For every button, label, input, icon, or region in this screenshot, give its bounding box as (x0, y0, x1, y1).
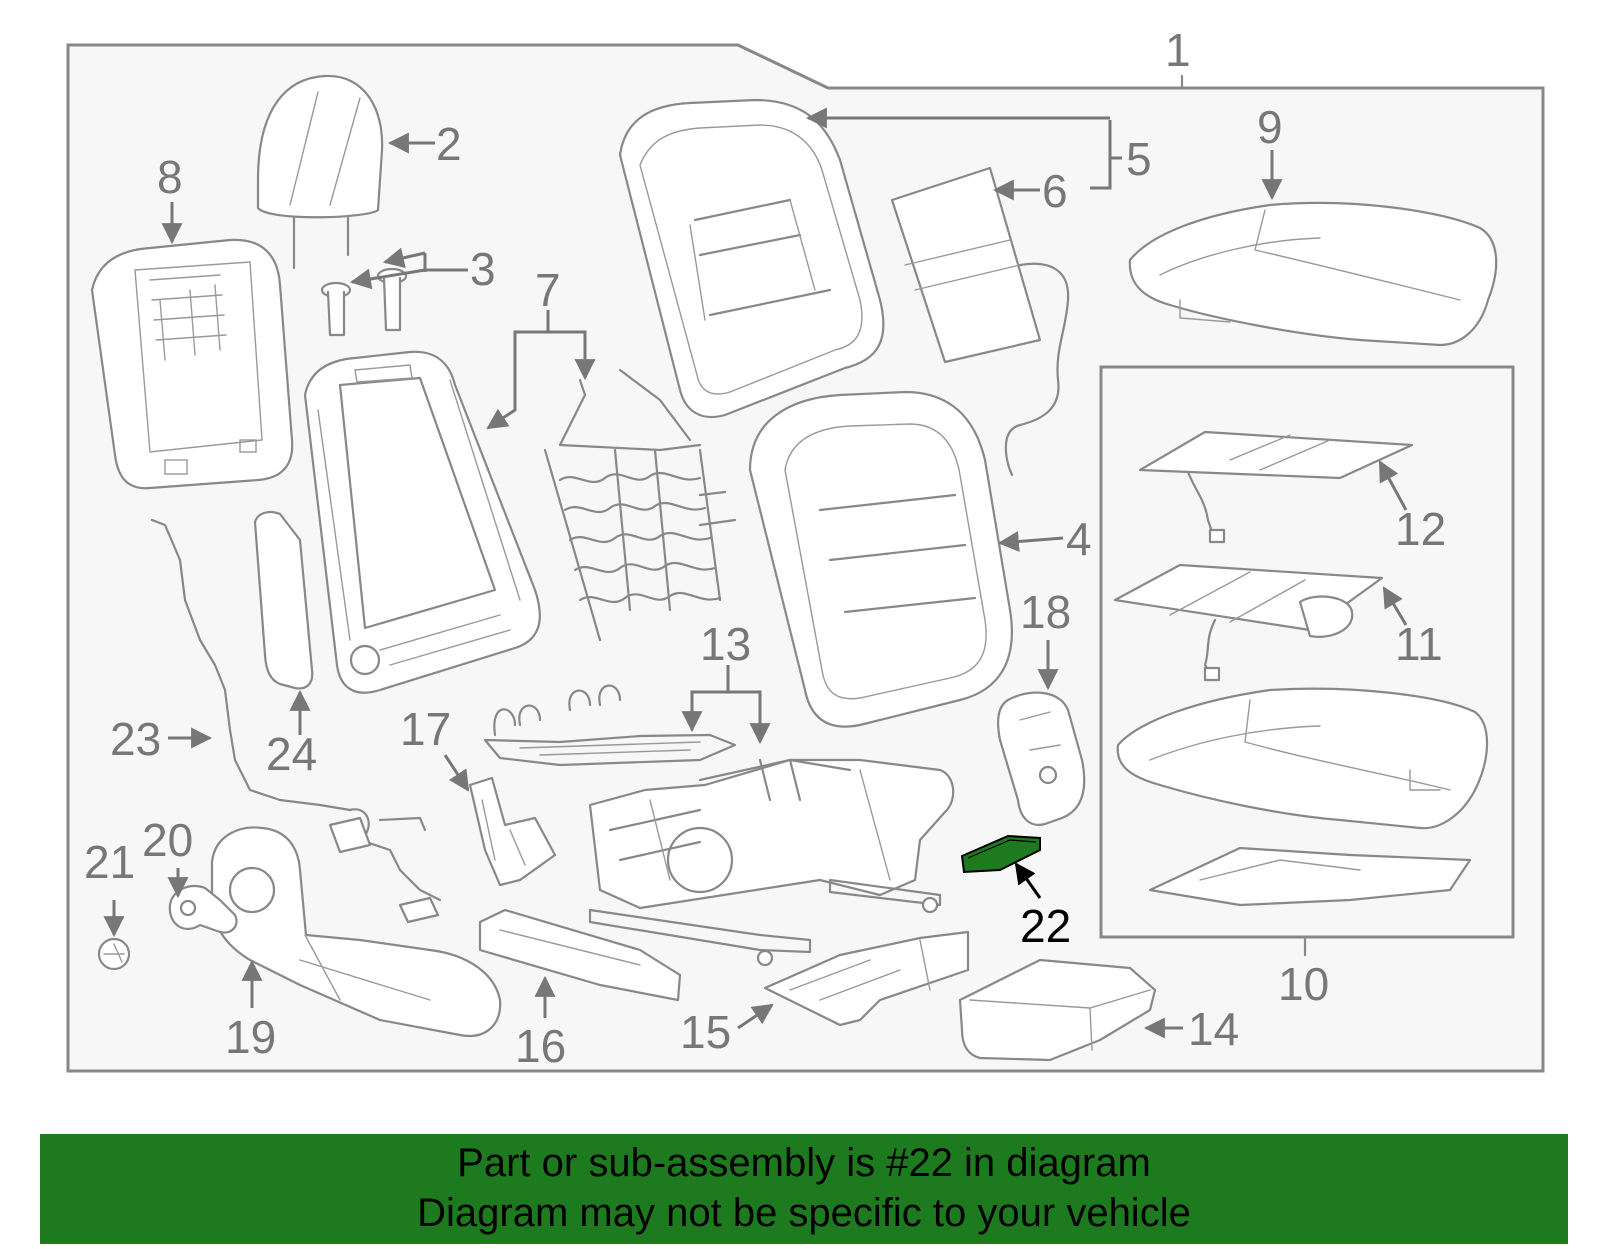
callout-5: 5 (1126, 133, 1152, 185)
seatback-cover-part (748, 390, 1013, 728)
cushion-wire-rack-part (483, 684, 737, 767)
seat-adjuster-part (588, 758, 955, 967)
headrest-part (256, 74, 384, 270)
callout-2: 2 (436, 118, 462, 170)
banner-line-1: Part or sub-assembly is #22 in diagram (457, 1141, 1151, 1185)
back-panel-part (90, 238, 294, 490)
callout-labels: 1 2 3 4 5 6 7 8 9 10 11 12 13 14 15 16 1… (84, 24, 1446, 1072)
cushion-pan-bracket-part (763, 930, 970, 1027)
callout-10: 10 (1278, 958, 1329, 1010)
callout-4: 4 (1066, 513, 1092, 565)
callout-11: 11 (1395, 618, 1443, 670)
callout-14: 14 (1188, 1003, 1239, 1055)
callout-7: 7 (535, 264, 561, 316)
seatback-pad-part (618, 98, 885, 419)
seat-parts-diagram: 1 2 3 4 5 6 7 8 9 10 11 12 13 14 15 16 1… (66, 24, 1545, 1073)
callout-23: 23 (110, 713, 161, 765)
callout-18: 18 (1020, 586, 1071, 638)
seatback-frame-part (303, 350, 541, 694)
sensor-mat-module-part (1113, 563, 1384, 682)
seat-side-shield-part (478, 908, 682, 1002)
callout-20: 20 (142, 814, 193, 866)
outer-side-trim-part (210, 826, 502, 1038)
seat-heater-pad-part (890, 166, 1070, 477)
storage-tray-part (958, 958, 1157, 1062)
callout-1: 1 (1165, 24, 1191, 76)
info-banner: Part or sub-assembly is #22 in diagram D… (40, 1134, 1568, 1244)
callout-8: 8 (157, 151, 183, 203)
callout-6: 6 (1042, 165, 1068, 217)
callout-3: 3 (470, 243, 496, 295)
callout-22: 22 (1020, 900, 1071, 952)
adjuster-bracket-part (468, 776, 557, 887)
callout-17: 17 (400, 703, 451, 755)
seat-wire-harness-part (150, 518, 442, 924)
callout-13: 13 (700, 618, 751, 670)
callout-16: 16 (515, 1020, 566, 1072)
callout-15: 15 (680, 1006, 731, 1058)
callout-21: 21 (84, 836, 135, 888)
banner-line-2: Diagram may not be specific to your vehi… (417, 1191, 1191, 1235)
cap-part (97, 937, 131, 971)
occupant-sensor-mat-part (1138, 430, 1414, 544)
side-bolster-pad-part (253, 511, 314, 690)
seat-cushion-cover-part (1128, 201, 1498, 347)
seat-cushion-pad-part (1116, 687, 1489, 907)
callout-19: 19 (225, 1011, 276, 1063)
callout-9: 9 (1257, 101, 1283, 153)
callout-24: 24 (266, 728, 317, 780)
callout-12: 12 (1395, 503, 1446, 555)
highlighted-part-22 (960, 834, 1041, 874)
recliner-cover-part (997, 691, 1086, 826)
seatback-spring-part (543, 368, 737, 642)
leader-lines (103, 107, 1408, 1039)
